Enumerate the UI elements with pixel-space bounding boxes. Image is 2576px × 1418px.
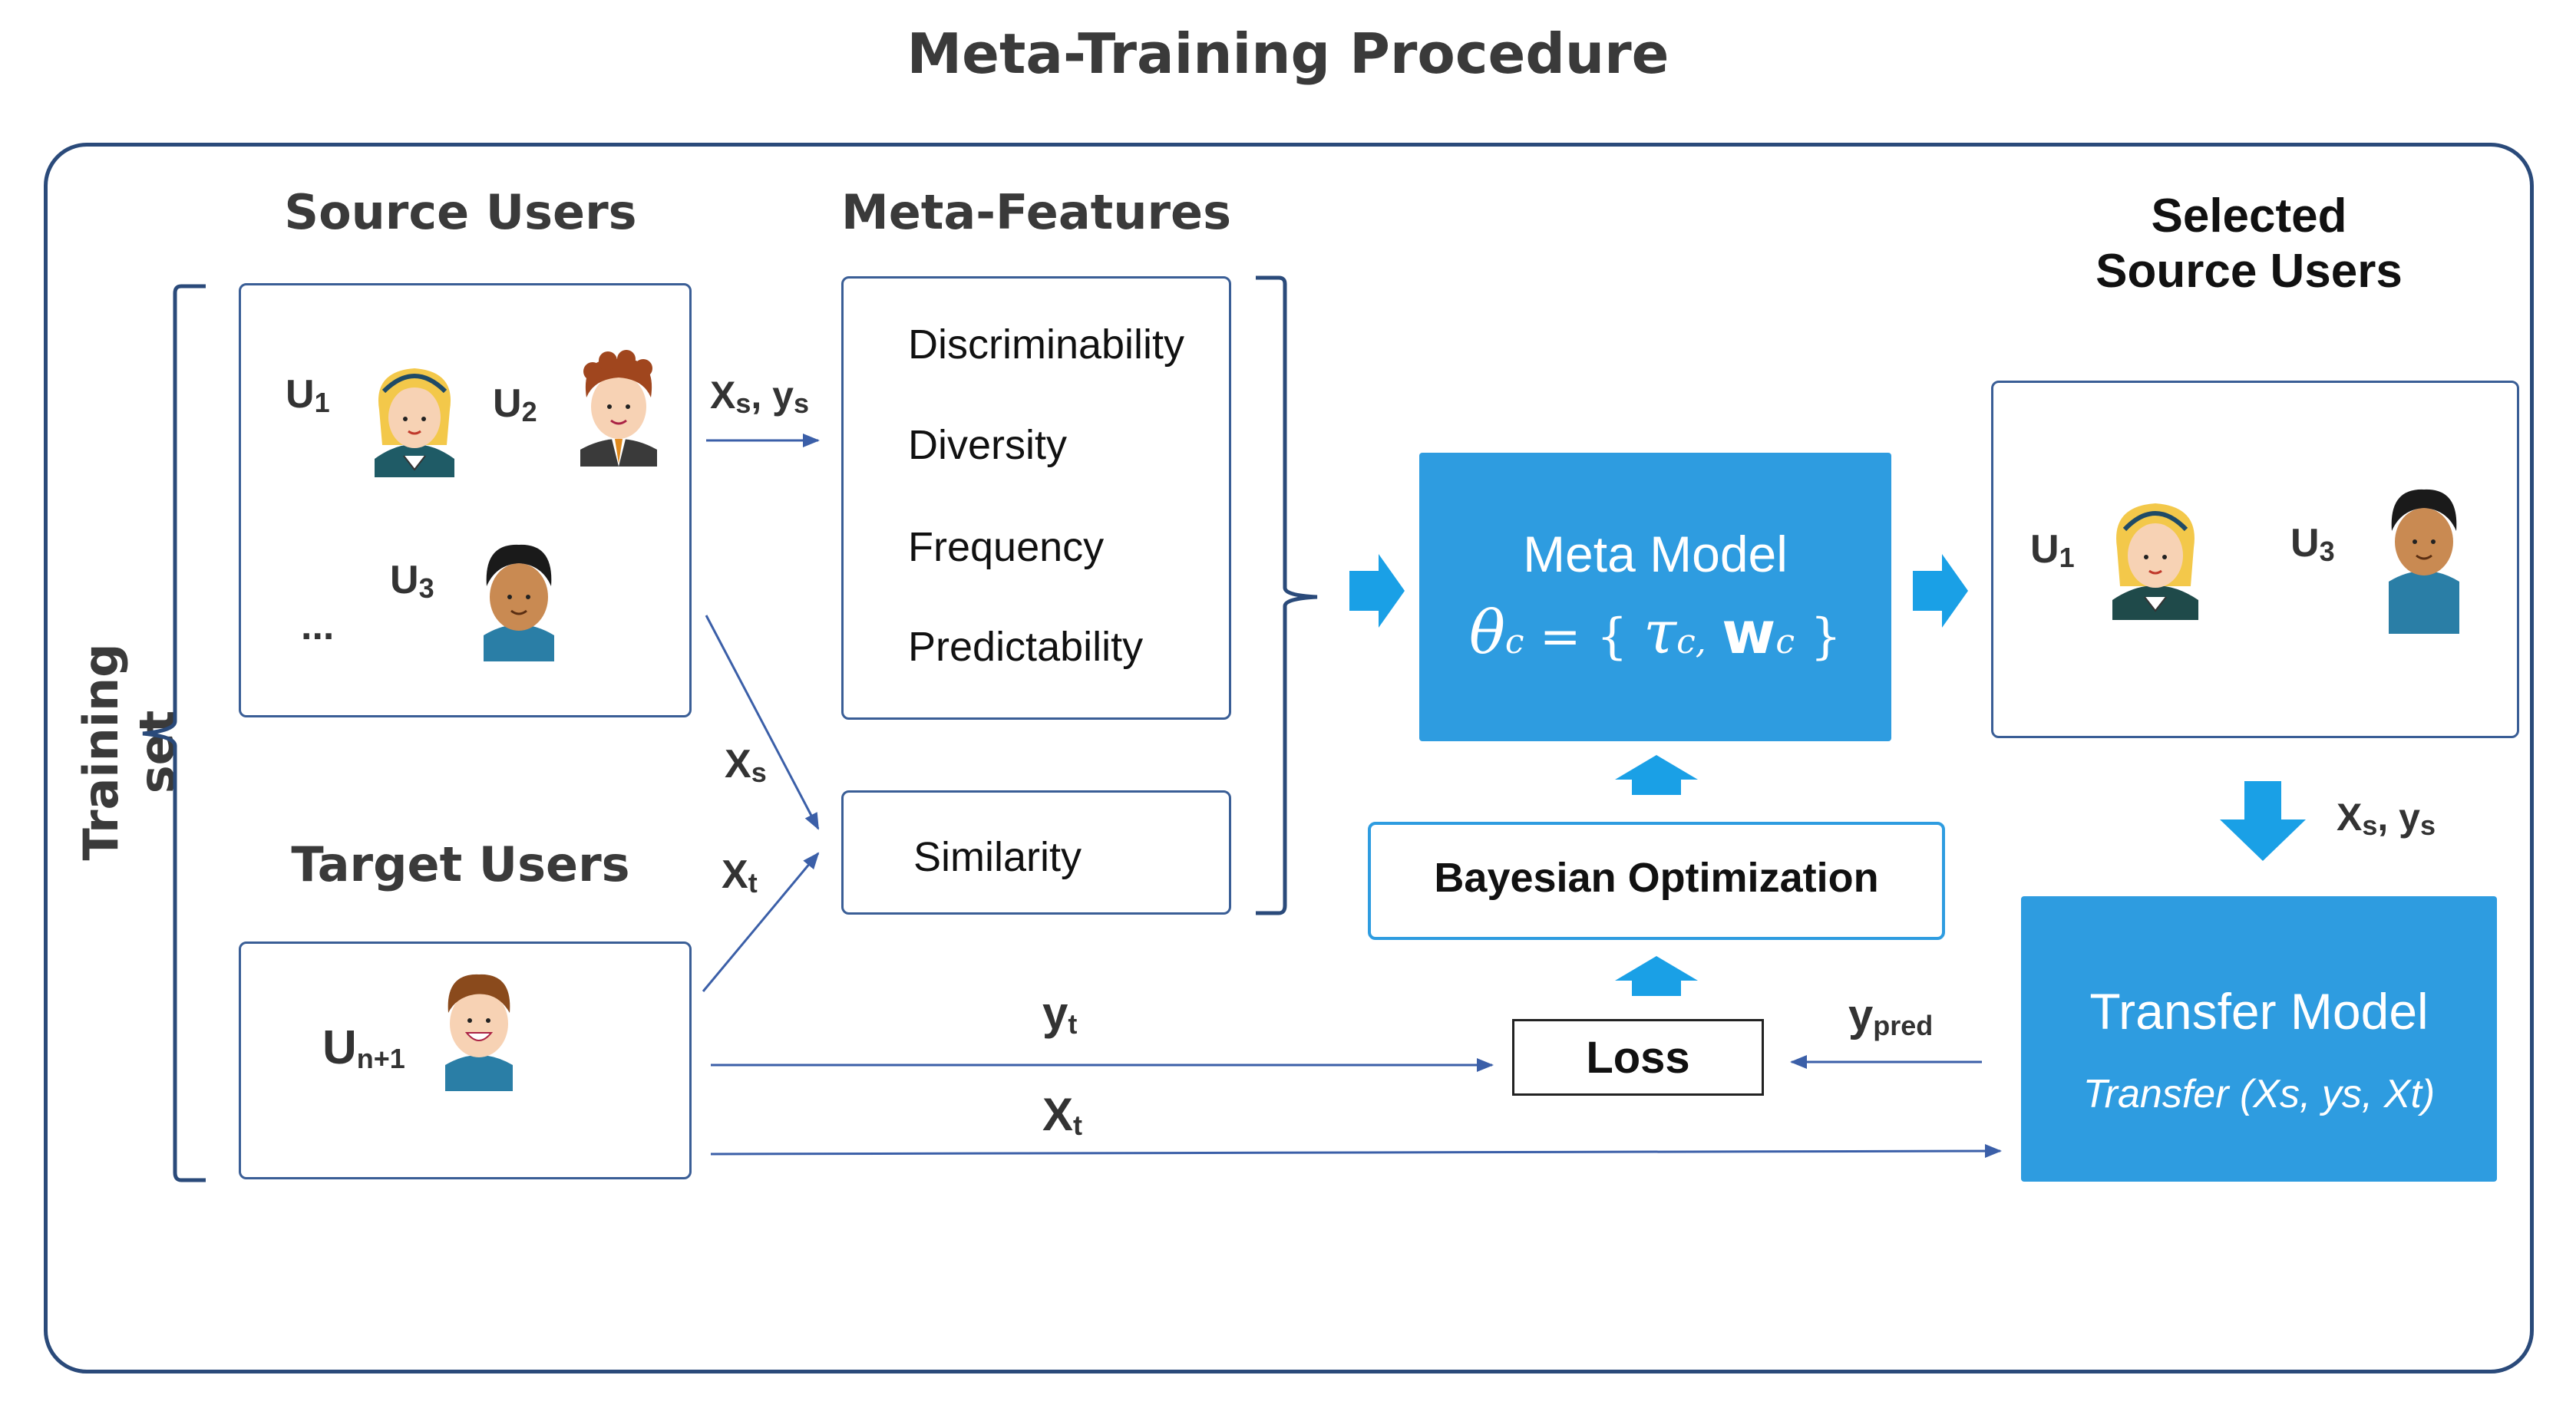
selected-header-line2: Source Users xyxy=(2095,245,2403,298)
feature-predictability: Predictability xyxy=(908,624,1144,670)
meta-features-header: Meta-Features xyxy=(841,184,1231,240)
blonde-woman-avatar xyxy=(375,368,454,477)
meta-model-formula: θc = { τc, wc } xyxy=(1468,599,1842,668)
similarity-box xyxy=(841,790,1231,915)
arrow-loss-to-bayes xyxy=(1615,956,1698,996)
meta-model-title: Meta Model xyxy=(1523,526,1788,582)
meta-model-box xyxy=(1419,453,1891,741)
label-xt-bottom: Xt xyxy=(1042,1089,1083,1141)
label-xt: Xt xyxy=(722,852,758,899)
bayesian-optimization-label: Bayesian Optimization xyxy=(1434,855,1879,901)
label-xs-ys: Xs, ys xyxy=(710,374,810,419)
arrow-xt-to-transfer xyxy=(710,1144,2002,1159)
label-ypred: ypred xyxy=(1848,991,1934,1041)
arrow-features-to-meta-model xyxy=(1349,554,1405,628)
dark-skinned-man-avatar xyxy=(484,544,554,661)
arrow-target-to-similarity xyxy=(702,852,820,992)
transfer-model-title: Transfer Model xyxy=(2089,983,2429,1040)
label-xs-ys-right: Xs, ys xyxy=(2337,796,2436,841)
businessman-avatar xyxy=(580,350,657,467)
arrow-meta-model-to-selected xyxy=(1913,554,1968,628)
source-users-box xyxy=(239,283,692,717)
smiling-man-avatar xyxy=(445,974,513,1091)
dark-skinned-man-avatar xyxy=(2389,489,2459,634)
label-xs: Xs xyxy=(725,742,767,788)
meta-features-brace xyxy=(1256,275,1318,915)
target-users-header: Target Users xyxy=(291,836,630,892)
diagram-title: Meta-Training Procedure xyxy=(907,21,1669,86)
transfer-model-formula: Transfer (Xs, ys, Xt) xyxy=(2082,1072,2436,1116)
selected-user-3-label: U3 xyxy=(2290,521,2335,567)
arrow-selected-to-transfer xyxy=(2220,781,2306,861)
outer-frame xyxy=(44,143,2534,1373)
feature-similarity: Similarity xyxy=(913,834,1082,880)
loss-box xyxy=(1512,1019,1764,1096)
meta-features-box xyxy=(841,276,1231,720)
ellipsis: ... xyxy=(301,604,335,648)
label-yt: yt xyxy=(1042,988,1078,1040)
selected-header-line1: Selected xyxy=(2151,190,2347,242)
bayesian-optimization-box xyxy=(1368,822,1945,940)
blonde-woman-avatar xyxy=(2112,503,2198,620)
loss-label: Loss xyxy=(1586,1033,1690,1083)
source-user-2-label: U2 xyxy=(493,381,537,427)
target-user-label: Un+1 xyxy=(322,1021,405,1074)
feature-discriminability: Discriminability xyxy=(908,322,1185,368)
transfer-model-box xyxy=(2021,896,2497,1182)
arrow-bayes-to-meta-model xyxy=(1615,755,1698,795)
feature-diversity: Diversity xyxy=(908,422,1068,468)
training-set-brace xyxy=(142,284,206,1182)
feature-frequency: Frequency xyxy=(908,524,1105,570)
selected-user-1-label: U1 xyxy=(2030,527,2075,573)
source-users-header: Source Users xyxy=(284,184,637,240)
source-user-3-label: U3 xyxy=(390,558,434,604)
arrow-source-to-similarity xyxy=(705,615,820,830)
source-user-1-label: U1 xyxy=(286,372,330,418)
